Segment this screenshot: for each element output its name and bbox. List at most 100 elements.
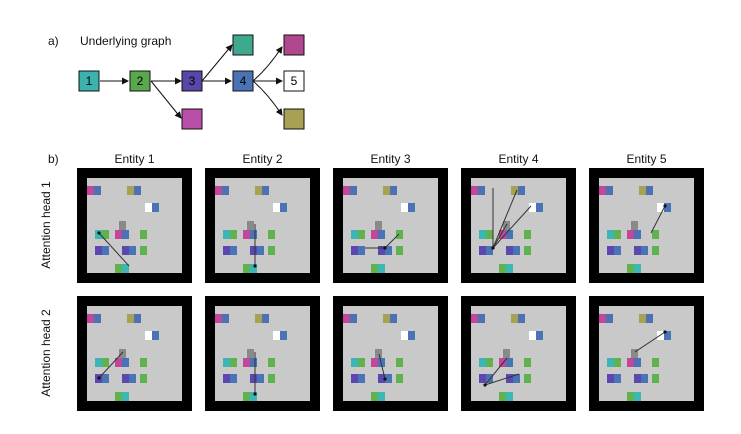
grid-cell bbox=[479, 246, 486, 255]
graph-node-5-box bbox=[283, 70, 305, 92]
grid-cell bbox=[396, 358, 403, 367]
attending-entity-dot bbox=[383, 377, 387, 381]
attending-entity-dot bbox=[253, 264, 257, 268]
grid-cell bbox=[385, 374, 392, 383]
grid-cell bbox=[134, 314, 141, 323]
grid-cell bbox=[506, 374, 513, 383]
grid-cell bbox=[627, 264, 634, 273]
environment-grid bbox=[215, 306, 310, 401]
grid-cell bbox=[378, 246, 385, 255]
grid-cell bbox=[222, 314, 229, 323]
environment-grid bbox=[343, 178, 438, 273]
graph-node-2-box bbox=[129, 70, 151, 92]
attending-entity-dot bbox=[97, 376, 101, 380]
graph-node-5: 5 bbox=[283, 70, 305, 92]
attention-edge bbox=[492, 205, 532, 249]
edge-4-olive bbox=[252, 80, 283, 116]
grid-cell bbox=[634, 264, 641, 273]
grid-cell bbox=[378, 264, 385, 273]
grid-cell bbox=[255, 314, 262, 323]
grid-cell bbox=[606, 186, 613, 195]
grid-cell bbox=[223, 246, 230, 255]
grid-cell bbox=[503, 349, 510, 358]
attention-panel-head-1-entity-5 bbox=[589, 168, 704, 283]
grid-cell bbox=[479, 230, 486, 239]
environment-grid bbox=[215, 178, 310, 273]
grid-cell bbox=[129, 374, 136, 383]
grid-cell bbox=[506, 246, 513, 255]
edge-4-magenta bbox=[252, 46, 283, 82]
grid-cell bbox=[262, 186, 269, 195]
grid-cell bbox=[536, 203, 543, 212]
grid-cell bbox=[634, 392, 641, 401]
graph-node-teal bbox=[232, 34, 254, 56]
grid-cell bbox=[343, 186, 350, 195]
attention-panel-head-1-entity-4 bbox=[461, 168, 576, 283]
grid-cell bbox=[634, 246, 641, 255]
row-title-head-2: Attention head 2 bbox=[39, 309, 53, 397]
graph-node-5-label: 5 bbox=[291, 74, 298, 88]
grid-cell bbox=[627, 230, 634, 239]
grid-cell bbox=[250, 392, 257, 401]
grid-cell bbox=[396, 230, 403, 239]
grid-cell bbox=[268, 230, 275, 239]
grid-cell bbox=[115, 392, 122, 401]
grid-cell bbox=[351, 230, 358, 239]
grid-cell bbox=[247, 349, 254, 358]
grid-cell bbox=[634, 230, 641, 239]
grid-cell bbox=[401, 203, 408, 212]
grid-cell bbox=[478, 186, 485, 195]
grid-cell bbox=[518, 314, 525, 323]
grid-cell bbox=[634, 374, 641, 383]
grid-cell bbox=[140, 230, 147, 239]
grid-cell bbox=[383, 186, 390, 195]
grid-cell bbox=[652, 374, 659, 383]
column-title-entity-3: Entity 3 bbox=[370, 152, 411, 166]
grid-cell bbox=[614, 246, 621, 255]
grid-cell bbox=[599, 314, 606, 323]
graph-node-olive bbox=[283, 108, 305, 130]
grid-cell bbox=[607, 374, 614, 383]
grid-cell bbox=[94, 186, 101, 195]
grid-cell bbox=[351, 374, 358, 383]
grid-cell bbox=[390, 186, 397, 195]
attention-panel-head-1-entity-3 bbox=[333, 168, 448, 283]
graph-node-magenta-bottom bbox=[181, 108, 203, 130]
grid-cell bbox=[614, 374, 621, 383]
grid-cell bbox=[396, 374, 403, 383]
grid-cell bbox=[222, 186, 229, 195]
attention-edge bbox=[98, 351, 124, 379]
grid-cell bbox=[351, 246, 358, 255]
grid-cell bbox=[479, 374, 486, 383]
grid-cell bbox=[257, 246, 264, 255]
grid-cell bbox=[375, 221, 382, 230]
grid-cell bbox=[87, 186, 94, 195]
grid-cell bbox=[145, 203, 152, 212]
environment-grid bbox=[87, 306, 182, 401]
grid-cell bbox=[401, 331, 408, 340]
grid-cell bbox=[122, 230, 129, 239]
grid-cell bbox=[255, 186, 262, 195]
grid-cell bbox=[499, 392, 506, 401]
grid-cell bbox=[119, 349, 126, 358]
grid-cell bbox=[257, 374, 264, 383]
graph-node-4-box bbox=[232, 70, 254, 92]
grid-cell bbox=[215, 314, 222, 323]
grid-cell bbox=[115, 230, 122, 239]
grid-cell bbox=[631, 221, 638, 230]
grid-cell bbox=[140, 358, 147, 367]
grid-cell bbox=[134, 186, 141, 195]
grid-cell bbox=[102, 374, 109, 383]
grid-cell bbox=[122, 264, 129, 273]
grid-cell bbox=[371, 358, 378, 367]
attending-entity-dot bbox=[383, 246, 387, 250]
grid-cell bbox=[524, 246, 531, 255]
grid-cell bbox=[262, 314, 269, 323]
grid-cell bbox=[243, 230, 250, 239]
grid-cell bbox=[230, 230, 237, 239]
grid-cell bbox=[486, 374, 493, 383]
grid-cell bbox=[95, 358, 102, 367]
grid-cell bbox=[268, 374, 275, 383]
grid-cell bbox=[140, 374, 147, 383]
grid-cell bbox=[122, 392, 129, 401]
